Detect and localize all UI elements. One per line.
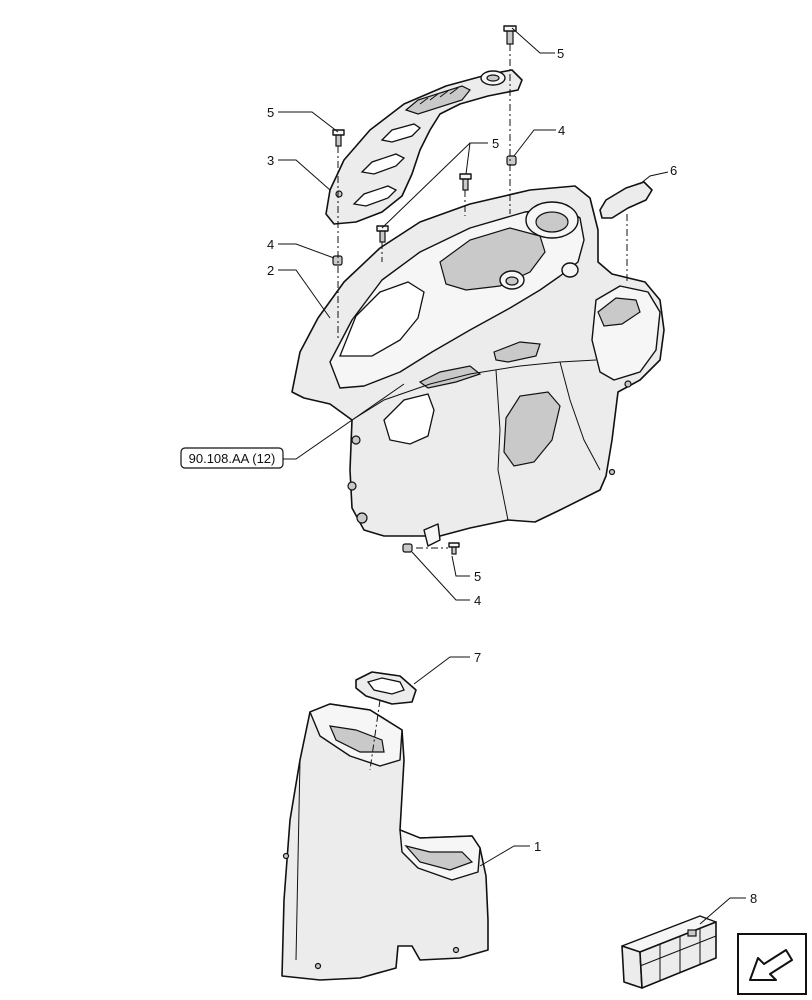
callout-4-left: 4	[267, 237, 274, 252]
fastener-screw-left	[332, 129, 345, 147]
assembly-centerlines-upper	[337, 44, 628, 549]
cross-reference[interactable]: 90.108.AA (12)	[180, 447, 284, 469]
console-housing	[291, 185, 665, 547]
callout-4-top: 4	[558, 123, 565, 138]
callout-1: 1	[534, 839, 541, 854]
grip-handle	[599, 181, 653, 219]
fastener-screw-bottom	[448, 542, 460, 555]
callout-4-bottom: 4	[474, 593, 481, 608]
fastener-screw-top-right	[503, 25, 517, 45]
callout-6: 6	[670, 163, 677, 178]
callout-5-bottom: 5	[474, 569, 481, 584]
trim-ring	[355, 671, 417, 705]
fastener-screw-center-left	[376, 225, 389, 243]
clip-nut-bottom	[402, 543, 413, 553]
callout-leaders	[278, 27, 746, 925]
cross-reference-label[interactable]: 90.108.AA (12)	[189, 451, 276, 466]
switch-panel	[325, 69, 523, 225]
steering-column-cover	[281, 703, 489, 981]
fastener-screw-center	[459, 173, 472, 191]
callout-3: 3	[267, 153, 274, 168]
callout-7: 7	[474, 650, 481, 665]
callout-5-center: 5	[492, 136, 499, 151]
callout-5-left: 5	[267, 105, 274, 120]
assembly-centerline-lower	[369, 699, 381, 771]
next-page-arrow-icon[interactable]	[737, 933, 807, 995]
kit-crate-icon	[621, 915, 717, 989]
clip-nut-top	[506, 155, 517, 166]
callout-2: 2	[267, 263, 274, 278]
callout-8: 8	[750, 891, 757, 906]
callout-5-top-right: 5	[557, 46, 564, 61]
